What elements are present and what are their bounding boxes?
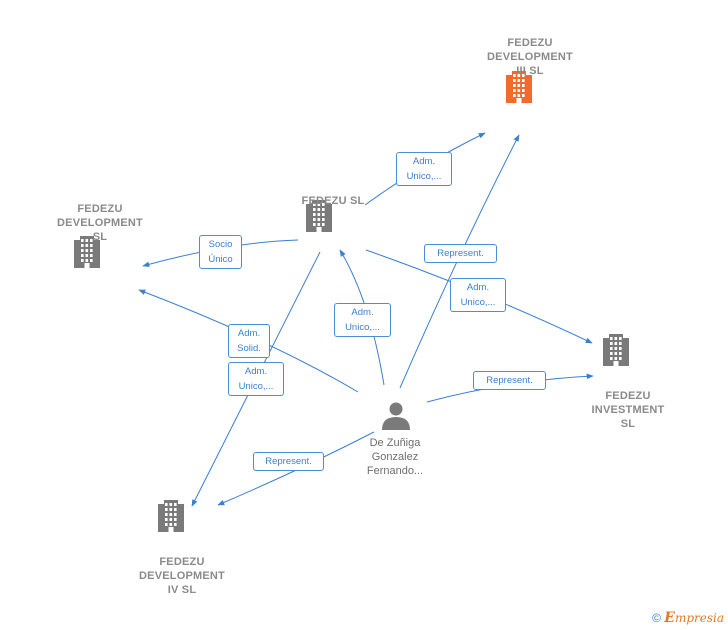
person-icon[interactable] <box>382 402 410 431</box>
company-label-fedezu-sl[interactable]: FEDEZU SL <box>301 195 365 207</box>
brand-initial: E <box>664 610 675 626</box>
edge-label-represent[interactable]: Represent. <box>424 244 497 263</box>
edge-label-adm-solid[interactable]: Adm.Solid. <box>228 324 270 358</box>
company-label-fedezu-development-iii[interactable]: FEDEZU DEVELOPMENT III SL <box>487 37 573 77</box>
footer-brand: © Empresia <box>652 610 724 626</box>
building-icon-fedezu-sl[interactable] <box>306 200 332 232</box>
edge-label-adm-unico[interactable]: Adm.Unico,... <box>228 362 284 396</box>
node-icons <box>74 71 629 532</box>
person-label[interactable]: De Zuñiga Gonzalez Fernando... <box>366 437 424 477</box>
edge-label-represent[interactable]: Represent. <box>253 452 324 471</box>
building-icon-fedezu-development[interactable] <box>74 236 100 268</box>
edge-label-adm-unico[interactable]: Adm.Unico,... <box>334 303 391 337</box>
brand-name: mpresia <box>674 611 724 625</box>
building-icon-fedezu-development-iv[interactable] <box>158 500 184 532</box>
edge-label-adm-unico[interactable]: Adm.Unico,... <box>450 278 506 312</box>
company-label-fedezu-investment[interactable]: FEDEZU INVESTMENT SL <box>591 390 665 430</box>
building-icon-fedezu-development-iii[interactable] <box>506 71 532 103</box>
company-label-fedezu-development-iv[interactable]: FEDEZU DEVELOPMENT IV SL <box>139 556 225 596</box>
edge-label-adm-unico[interactable]: Adm.Unico,... <box>396 152 452 186</box>
building-icon-fedezu-investment[interactable] <box>603 334 629 366</box>
copyright-icon: © <box>652 611 661 625</box>
edge-label-represent[interactable]: Represent. <box>473 371 546 390</box>
company-label-fedezu-development[interactable]: FEDEZU DEVELOPMENT SL <box>57 203 143 243</box>
